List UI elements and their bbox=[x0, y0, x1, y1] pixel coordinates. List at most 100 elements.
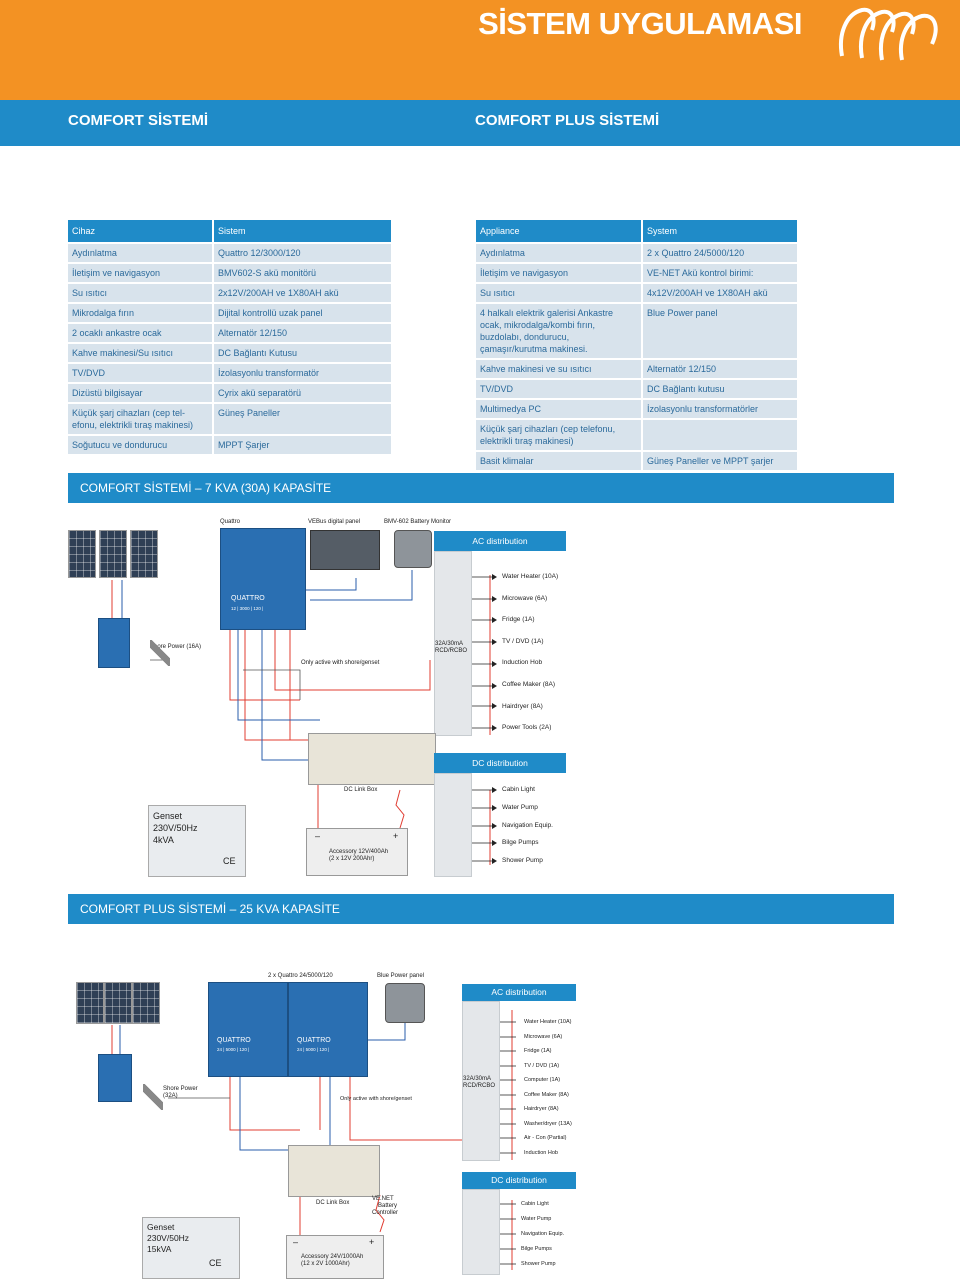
load-item: Shower Pump bbox=[521, 1261, 556, 1267]
appliance-cell: Su ısıtıcı bbox=[476, 284, 641, 302]
section-title-comfort: COMFORT SİSTEMİ bbox=[68, 112, 208, 129]
mppt-charger bbox=[98, 1054, 132, 1102]
appliance-cell: 4 halkalı elektrik galerisi Ankastre oca… bbox=[476, 304, 641, 358]
solar-panel bbox=[76, 982, 104, 1024]
load-item: Computer (1A) bbox=[524, 1077, 561, 1083]
bmv-monitor bbox=[394, 530, 432, 568]
battery-detail: (2 x 12V 200Ahr) bbox=[329, 856, 375, 862]
battery-plus-icon: + bbox=[393, 831, 399, 841]
load-item: Water Heater (10A) bbox=[502, 573, 559, 580]
genset-voltage: 230V/50Hz bbox=[147, 1233, 190, 1243]
battery-spec: Accessory 12V/400Ah bbox=[329, 849, 389, 855]
load-item: Water Pump bbox=[502, 803, 538, 811]
venet-controller: VE.NET Battery Controller bbox=[372, 1196, 398, 1217]
load-item: Shower Pump bbox=[502, 857, 543, 865]
ce-mark-icon: CE bbox=[209, 1258, 222, 1268]
system-cell: Alternatör 12/150 bbox=[641, 360, 797, 378]
system-cell bbox=[641, 420, 797, 450]
venet-label: Battery bbox=[378, 1203, 398, 1209]
shore-plug-icon bbox=[143, 1084, 163, 1110]
dc-link-label: DC Link Box bbox=[316, 1200, 350, 1206]
load-item: Induction Hob bbox=[502, 659, 543, 667]
system-cell: Alternatör 12/150 bbox=[212, 324, 391, 342]
load-item: Fridge (1A) bbox=[524, 1048, 552, 1054]
genset-power: 4kVA bbox=[153, 835, 174, 845]
appliance-cell: Küçük şarj cihazları (cep telefonu, elek… bbox=[476, 420, 641, 450]
load-item: Navigation Equip. bbox=[502, 821, 553, 829]
load-item: Microwave (6A) bbox=[502, 594, 548, 602]
solar-panel bbox=[104, 982, 132, 1024]
page-title: SİSTEM UYGULAMASI bbox=[478, 6, 802, 41]
quattro-model: 24 | 5000 | 120 | bbox=[297, 1047, 330, 1052]
system-cell: 4x12V/200AH ve 1X80AH akü bbox=[641, 284, 797, 302]
load-item: Induction Hob bbox=[524, 1149, 558, 1156]
table-header: Sistem bbox=[212, 220, 391, 242]
section-title-comfort-plus: COMFORT PLUS SİSTEMİ bbox=[475, 112, 660, 129]
only-active-label: Only active with shore/genset bbox=[301, 660, 380, 666]
ac-panel bbox=[434, 551, 472, 736]
diagram-caption: COMFORT SİSTEMİ – 7 KVA (30A) KAPASİTE bbox=[68, 473, 894, 503]
system-cell: 2x12V/200AH ve 1X80AH akü bbox=[212, 284, 391, 302]
dc-link-box bbox=[288, 1145, 380, 1197]
load-item: Water Pump bbox=[521, 1216, 552, 1222]
dc-link-box bbox=[308, 733, 436, 785]
quattro-model: 24 | 5000 | 120 | bbox=[217, 1047, 250, 1052]
appliance-cell: 2 ocaklı ankastre ocak bbox=[68, 324, 212, 342]
dc-panel bbox=[462, 1189, 500, 1275]
genset-box: Genset 230V/50Hz 4kVA CE bbox=[148, 805, 246, 877]
appliance-cell: Kahve makinesi ve su ısıtıcı bbox=[476, 360, 641, 378]
appliance-cell: Küçük şarj cihazları (cep tel-efonu, ele… bbox=[68, 404, 212, 434]
load-item: TV / DVD (1A) bbox=[524, 1062, 560, 1069]
shore-power-label: Shore Power (32A) bbox=[163, 1086, 198, 1099]
table-row: Küçük şarj cihazları (cep telefonu, elek… bbox=[476, 420, 797, 450]
battery-detail: (12 x 2V 1000Ahr) bbox=[301, 1261, 350, 1267]
load-item: Bilge Pumps bbox=[521, 1246, 552, 1252]
system-cell: 2 x Quattro 24/5000/120 bbox=[641, 244, 797, 262]
genset-voltage: 230V/50Hz bbox=[153, 823, 198, 833]
load-item: Hairdryer (8A) bbox=[502, 702, 543, 710]
blue-power-panel bbox=[385, 983, 425, 1023]
dc-distribution-title: DC distribution bbox=[462, 1172, 576, 1189]
victron-logo-icon bbox=[839, 7, 938, 61]
appliance-cell: İletişim ve navigasyon bbox=[68, 264, 212, 282]
load-item: TV / DVD (1A) bbox=[502, 637, 544, 645]
appliance-cell: Basit klimalar bbox=[476, 452, 641, 470]
solar-panel bbox=[132, 982, 160, 1024]
appliance-cell: Kahve makinesi/Su ısıtıcı bbox=[68, 344, 212, 362]
appliance-cell: Mikrodalga fırın bbox=[68, 304, 212, 322]
load-item: Cabin Light bbox=[521, 1201, 549, 1207]
load-item: Air - Con (Partial) bbox=[524, 1135, 567, 1141]
quattro-name: QUATTRO bbox=[217, 1037, 251, 1044]
system-cell: DC Bağlantı Kutusu bbox=[212, 344, 391, 362]
battery-spec: Accessory 24V/1000Ah bbox=[301, 1254, 364, 1260]
vebus-label: VEBus digital panel bbox=[308, 519, 361, 525]
genset-box: Genset 230V/50Hz 15kVA CE bbox=[142, 1217, 240, 1279]
dc-distribution-title: DC distribution bbox=[434, 753, 566, 773]
solar-panel bbox=[99, 530, 127, 578]
mppt-charger bbox=[98, 618, 130, 668]
quattro-inverter: QUATTRO 12 | 3000 | 120 | bbox=[220, 528, 306, 630]
appliance-cell: Soğutucu ve dondurucu bbox=[68, 436, 212, 454]
genset-name: Genset bbox=[147, 1222, 175, 1232]
dc-link-label: DC Link Box bbox=[344, 787, 378, 793]
quattro-label: 2 x Quattro 24/5000/120 bbox=[268, 973, 333, 979]
table-header: Cihaz bbox=[68, 220, 212, 242]
load-item: Fridge (1A) bbox=[502, 616, 535, 624]
load-item: Coffee Maker (8A) bbox=[524, 1091, 569, 1098]
system-cell: Dijital kontrollü uzak panel bbox=[212, 304, 391, 322]
rcd-label: 32A/30mA RCD/RCBO bbox=[435, 641, 468, 654]
system-cell: VE-NET Akü kontrol birimi: bbox=[641, 264, 797, 282]
